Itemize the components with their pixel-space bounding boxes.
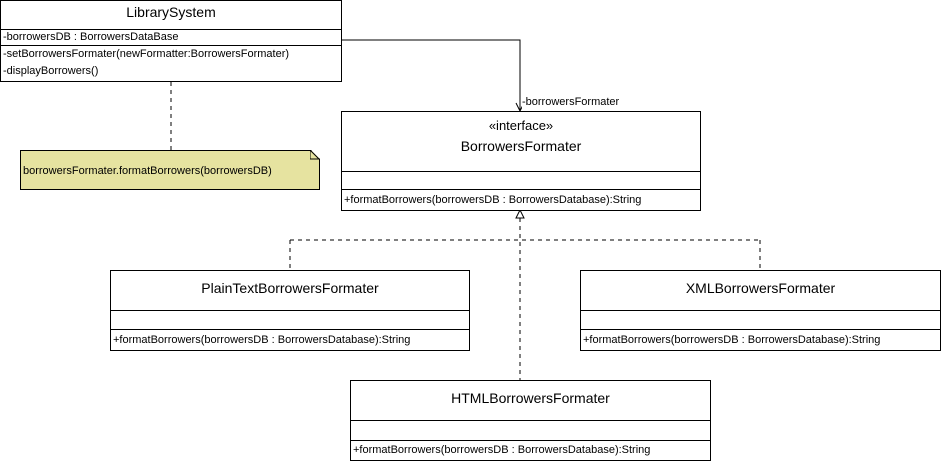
attributes-divider (342, 171, 700, 172)
library-system-operation: -displayBorrowers() (3, 65, 99, 77)
association-line (341, 39, 521, 111)
plain-text-formatter-class[interactable]: PlainTextBorrowersFormater +formatBorrow… (110, 270, 470, 351)
attributes-divider (1, 29, 341, 30)
operations-divider (1, 45, 341, 46)
plain-text-formatter-operation: +formatBorrowers(borrowersDB : Borrowers… (113, 334, 411, 346)
interface-stereotype: «interface» (488, 118, 554, 133)
library-system-name: LibrarySystem (126, 4, 216, 20)
operations-divider (111, 329, 469, 330)
association-role-label: -borrowersFormater (522, 96, 620, 109)
xml-formatter-name: XMLBorrowersFormater (685, 280, 836, 296)
note-text: borrowersFormater.formatBorrowers(borrow… (23, 165, 272, 177)
operations-divider (342, 189, 700, 190)
borrowers-formater-interface[interactable]: «interface» BorrowersFormater +formatBor… (341, 111, 701, 211)
attributes-divider (111, 310, 469, 311)
interface-operation: +formatBorrowers(borrowersDB : Borrowers… (344, 194, 642, 206)
xml-formatter-operation: +formatBorrowers(borrowersDB : Borrowers… (583, 334, 881, 346)
library-system-operation: -setBorrowersFormater(newFormatter:Borro… (3, 48, 290, 60)
html-formatter-operation: +formatBorrowers(borrowersDB : Borrowers… (353, 444, 651, 456)
interface-name: BorrowersFormater (460, 138, 582, 154)
html-formatter-name: HTMLBorrowersFormater (451, 390, 610, 406)
realization-arrowhead (515, 208, 525, 219)
operations-divider (581, 329, 940, 330)
xml-formatter-class[interactable]: XMLBorrowersFormater +formatBorrowers(bo… (580, 270, 941, 351)
plain-text-formatter-name: PlainTextBorrowersFormater (201, 280, 379, 296)
html-formatter-class[interactable]: HTMLBorrowersFormater +formatBorrowers(b… (350, 380, 711, 461)
attributes-divider (581, 310, 940, 311)
operations-divider (351, 440, 710, 441)
attributes-divider (351, 420, 710, 421)
library-system-attribute: -borrowersDB : BorrowersDataBase (3, 31, 179, 43)
note-fold-icon (310, 150, 320, 160)
note[interactable]: borrowersFormater.formatBorrowers(borrow… (20, 150, 320, 190)
library-system-class[interactable]: LibrarySystem -borrowersDB : BorrowersDa… (0, 0, 342, 82)
